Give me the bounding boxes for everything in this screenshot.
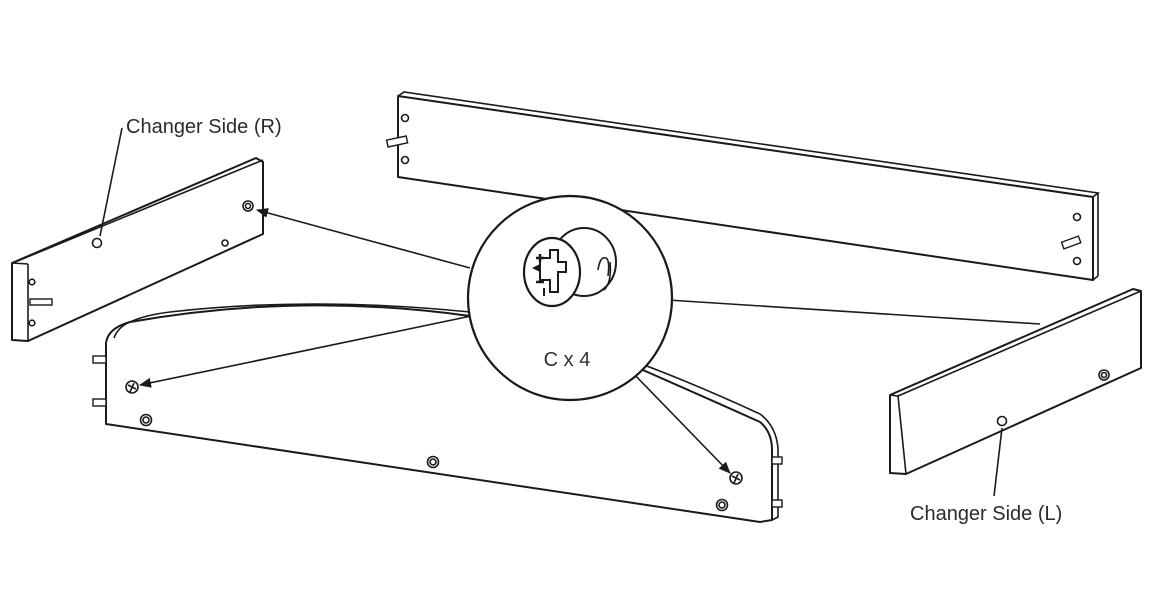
changer-side-right-panel bbox=[11, 157, 264, 342]
changer-side-left-panel bbox=[889, 288, 1142, 475]
cam-hole bbox=[125, 380, 139, 394]
changer-side-right-label: Changer Side (R) bbox=[126, 116, 282, 138]
dowel-pin bbox=[385, 135, 409, 148]
front-curved-panel bbox=[92, 303, 783, 523]
cam-hole bbox=[729, 471, 743, 485]
back-rail-panel bbox=[385, 91, 1100, 281]
hardware-callout-label: C x 4 bbox=[544, 349, 591, 371]
hardware-callout: C x 4 bbox=[466, 194, 674, 402]
dowel-pin bbox=[1060, 235, 1082, 250]
dowel-pin bbox=[29, 298, 53, 306]
dowel-pin bbox=[771, 456, 783, 508]
label-right-group: Changer Side (R) bbox=[99, 116, 282, 237]
cam-lock-icon bbox=[522, 227, 617, 308]
changer-side-left-label: Changer Side (L) bbox=[910, 503, 1062, 525]
dowel-pin bbox=[92, 355, 107, 407]
label-left-group: Changer Side (L) bbox=[910, 427, 1062, 525]
callout-arrows bbox=[139, 208, 1041, 474]
